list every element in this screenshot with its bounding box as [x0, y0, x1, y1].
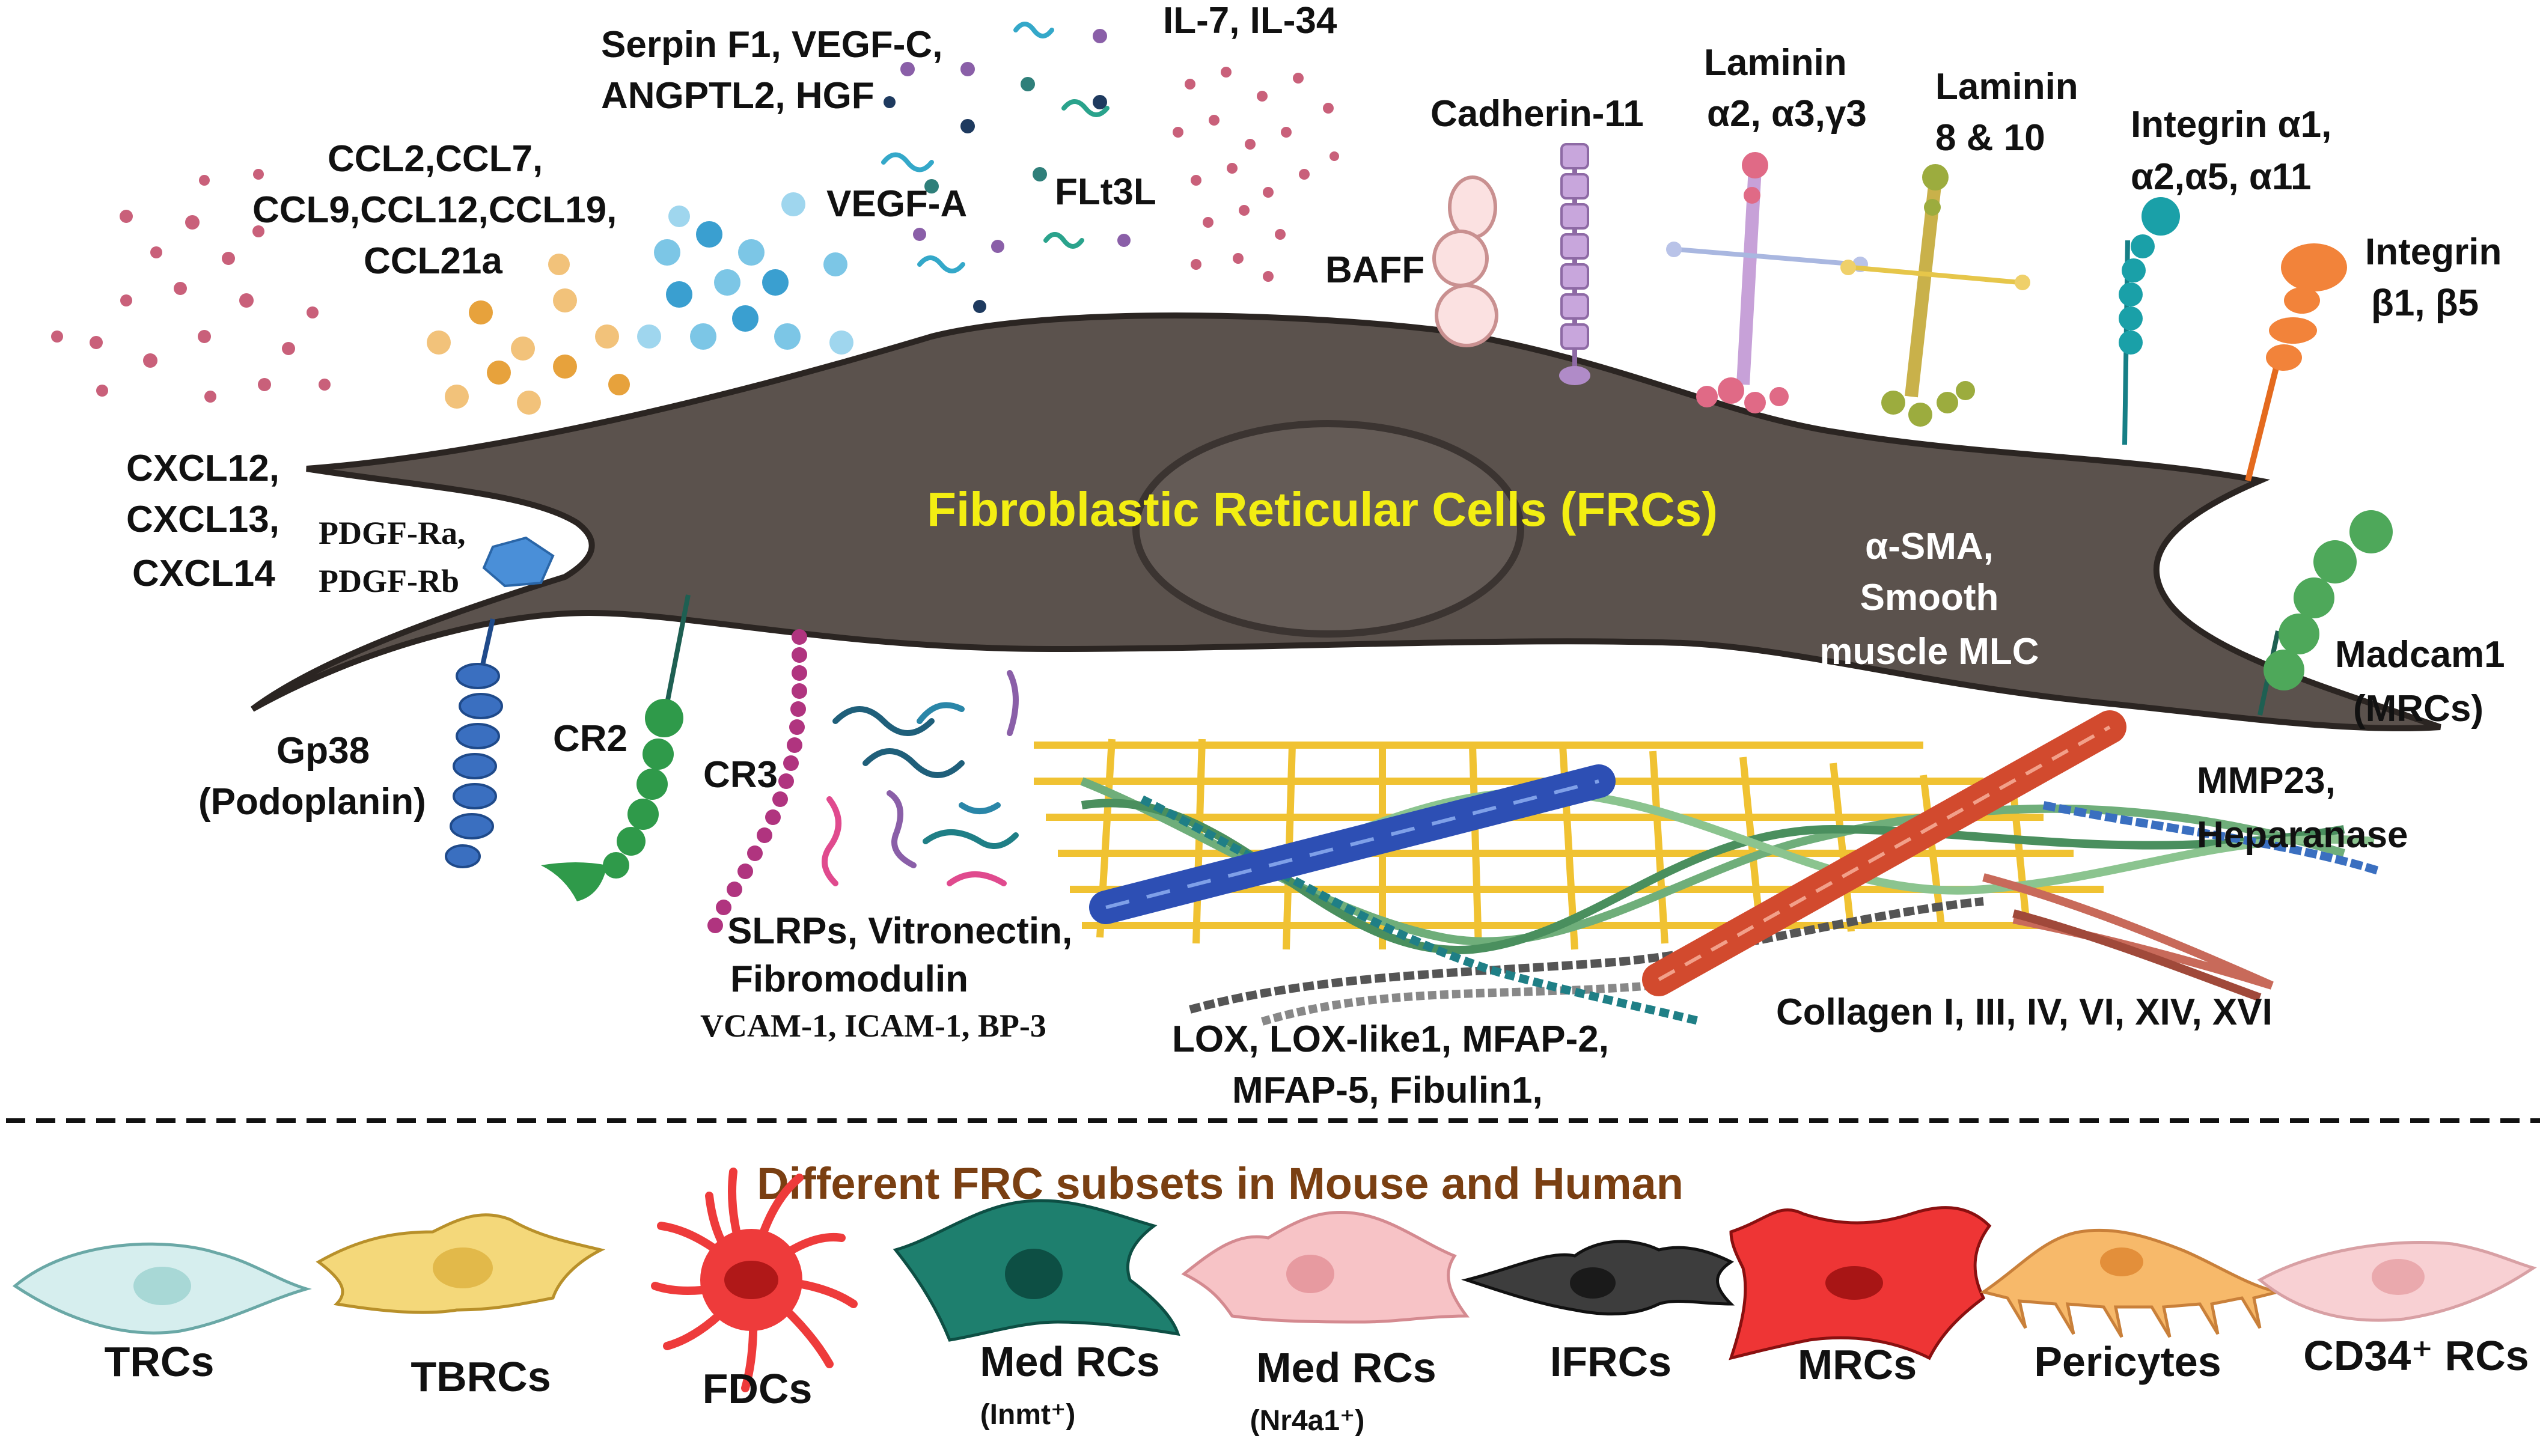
baff-icon — [1432, 175, 1498, 347]
subset-label: Med RCs — [1256, 1344, 1436, 1391]
subset-label: TRCs — [105, 1338, 215, 1385]
integrin-b-icon — [2245, 243, 2347, 482]
frc-nucleus — [1132, 420, 1524, 638]
label-vegfa: VEGF-A — [826, 183, 967, 225]
laminin-b-icon — [1840, 164, 2030, 427]
label-baff: BAFF — [1325, 249, 1424, 291]
cr2-icon — [541, 594, 691, 901]
pdgf-receptor-icon — [482, 536, 555, 588]
subset-label: IFRCs — [1550, 1338, 1671, 1385]
label-sma-3: muscle MLC — [1819, 631, 2039, 672]
subset-label: Med RCs — [980, 1338, 1159, 1385]
label-flt3l: FLt3L — [1055, 171, 1156, 213]
label-integrin-b-2: β1, β5 — [2371, 282, 2479, 324]
gp38-podoplanin-icon — [445, 618, 503, 868]
red-fibril-rod — [1642, 710, 2126, 996]
subset-med-rcs-inmt: Med RCs (Inmt⁺) — [893, 1199, 1180, 1431]
subset-label: FDCs — [703, 1365, 813, 1412]
label-ccl-3: CCL21a — [364, 240, 502, 282]
label-slrp-2: Fibromodulin — [730, 958, 968, 1000]
label-mmp-2: Heparanase — [2197, 814, 2408, 856]
subset-mrcs: MRCs — [1729, 1206, 1992, 1388]
subset-label: Pericytes — [2034, 1338, 2221, 1385]
subset-nucleus — [1570, 1267, 1616, 1299]
subset-label: TBRCs — [411, 1353, 551, 1400]
label-vcam: VCAM-1, ICAM-1, BP-3 — [700, 1008, 1046, 1044]
label-lox: LOX, LOX-like1, MFAP-2, — [1172, 1019, 1609, 1060]
label-gp38: Gp38 — [276, 730, 370, 772]
flt3l-squiggles — [881, 22, 1110, 273]
flt3l-dots-purple — [884, 29, 1131, 313]
reticular-fiber-mesh — [1034, 739, 2104, 950]
label-cxcl-2: CXCL13, — [126, 499, 279, 540]
cadherin-11-icon — [1559, 143, 1590, 385]
il-dots-pink — [1173, 67, 1339, 282]
vegf-dots-blue — [637, 192, 853, 355]
label-gp38-2: (Podoplanin) — [198, 781, 426, 823]
label-integrin-b: Integrin — [2365, 231, 2502, 273]
subset-tbrcs: TBRCs — [316, 1213, 606, 1400]
subset-fdcs: FDCs — [651, 1168, 858, 1412]
label-serpin-2: ANGPTL2, HGF — [601, 75, 875, 117]
label-cxcl-3: CXCL14 — [132, 553, 275, 594]
frc-cell-title: Fibroblastic Reticular Cells (FRCs) — [927, 483, 1718, 536]
label-madcam-2: (MRCs) — [2353, 688, 2483, 730]
subset-nucleus — [1825, 1266, 1883, 1300]
subset-cd34-rcs: CD34⁺ RCs — [2257, 1241, 2537, 1379]
label-cr2: CR2 — [553, 718, 627, 760]
label-sma-2: Smooth — [1860, 577, 1999, 618]
label-ccl: CCL2,CCL7, — [328, 138, 543, 180]
subset-shape — [1979, 1228, 2279, 1338]
label-pdgf: PDGF-Ra, — [319, 515, 465, 551]
label-laminin-b: Laminin — [1935, 66, 2078, 108]
madcam1-icon — [2258, 510, 2393, 716]
label-ccl-2: CCL9,CCL12,CCL19, — [252, 189, 617, 231]
subset-trcs: TRCs — [12, 1242, 312, 1385]
label-integrin-a-2: α2,α5, α11 — [2131, 156, 2312, 198]
ecm-squiggles — [822, 670, 1019, 886]
blue-fibril-rod — [1089, 764, 1616, 924]
subset-sub: (Inmt⁺) — [980, 1399, 1076, 1431]
subset-label: MRCs — [1798, 1341, 1917, 1388]
subset-nucleus — [1286, 1255, 1334, 1293]
label-cxcl: CXCL12, — [126, 448, 279, 489]
subset-ifrcs: IFRCs — [1461, 1240, 1735, 1385]
label-lox-2: MFAP-5, Fibulin1, — [1232, 1070, 1543, 1111]
label-madcam: Madcam1 — [2335, 634, 2505, 675]
label-cr3: CR3 — [703, 754, 778, 796]
subset-nucleus — [1005, 1249, 1063, 1299]
label-mmp: MMP23, — [2197, 760, 2336, 802]
subset-sub: (Nr4a1⁺) — [1250, 1405, 1365, 1437]
label-serpin: Serpin F1, VEGF-C, — [601, 24, 942, 65]
cr3-icon — [707, 629, 807, 933]
subset-nucleus — [724, 1261, 778, 1299]
integrin-a-icon — [2119, 197, 2180, 445]
laminin-a-icon — [1666, 152, 1868, 413]
label-cadherin: Cadherin-11 — [1430, 93, 1644, 135]
subset-med-rcs-nr4a1: Med RCs (Nr4a1⁺) — [1181, 1210, 1470, 1437]
label-il: IL-7, IL-34 — [1163, 0, 1337, 41]
subset-nucleus — [2100, 1247, 2143, 1276]
subsets-title: Different FRC subsets in Mouse and Human — [757, 1159, 1684, 1208]
label-integrin-a: Integrin α1, — [2131, 104, 2331, 145]
label-sma: α-SMA, — [1865, 526, 1994, 567]
label-laminin-a-2: α2, α3,γ3 — [1707, 93, 1867, 135]
subset-label: CD34⁺ RCs — [2303, 1332, 2529, 1379]
label-laminin-a: Laminin — [1704, 42, 1847, 84]
ccl-dots-orange — [427, 254, 630, 415]
label-slrp: SLRPs, Vitronectin, — [727, 910, 1072, 952]
label-laminin-b-2: 8 & 10 — [1935, 117, 2045, 159]
subset-nucleus — [2372, 1259, 2425, 1295]
label-pdgf-2: PDGF-Rb — [319, 563, 459, 599]
label-collagen: Collagen I, III, IV, VI, XIV, XVI — [1776, 991, 2273, 1033]
subset-nucleus — [133, 1267, 191, 1305]
chemokine-dots-pink — [51, 169, 331, 403]
subset-pericytes: Pericytes — [1979, 1228, 2279, 1385]
subset-nucleus — [433, 1247, 493, 1288]
